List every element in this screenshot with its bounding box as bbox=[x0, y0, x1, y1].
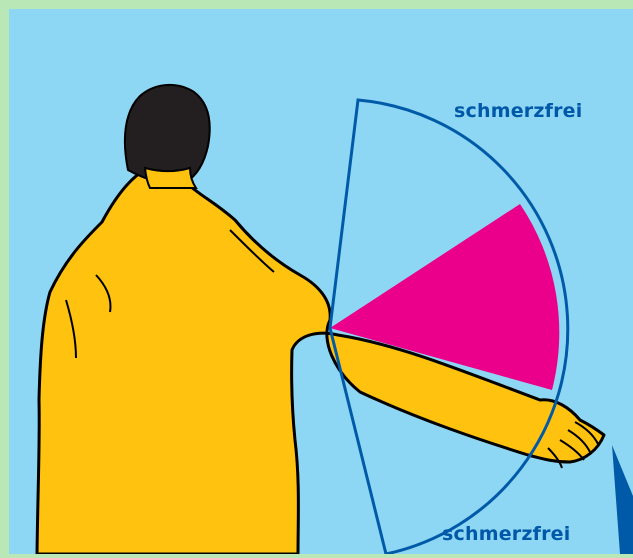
neck bbox=[145, 168, 196, 188]
head-hair bbox=[125, 85, 210, 184]
label-pain-free-bottom: schmerzfrei bbox=[442, 523, 570, 545]
label-pain-free-top: schmerzfrei bbox=[454, 100, 582, 122]
